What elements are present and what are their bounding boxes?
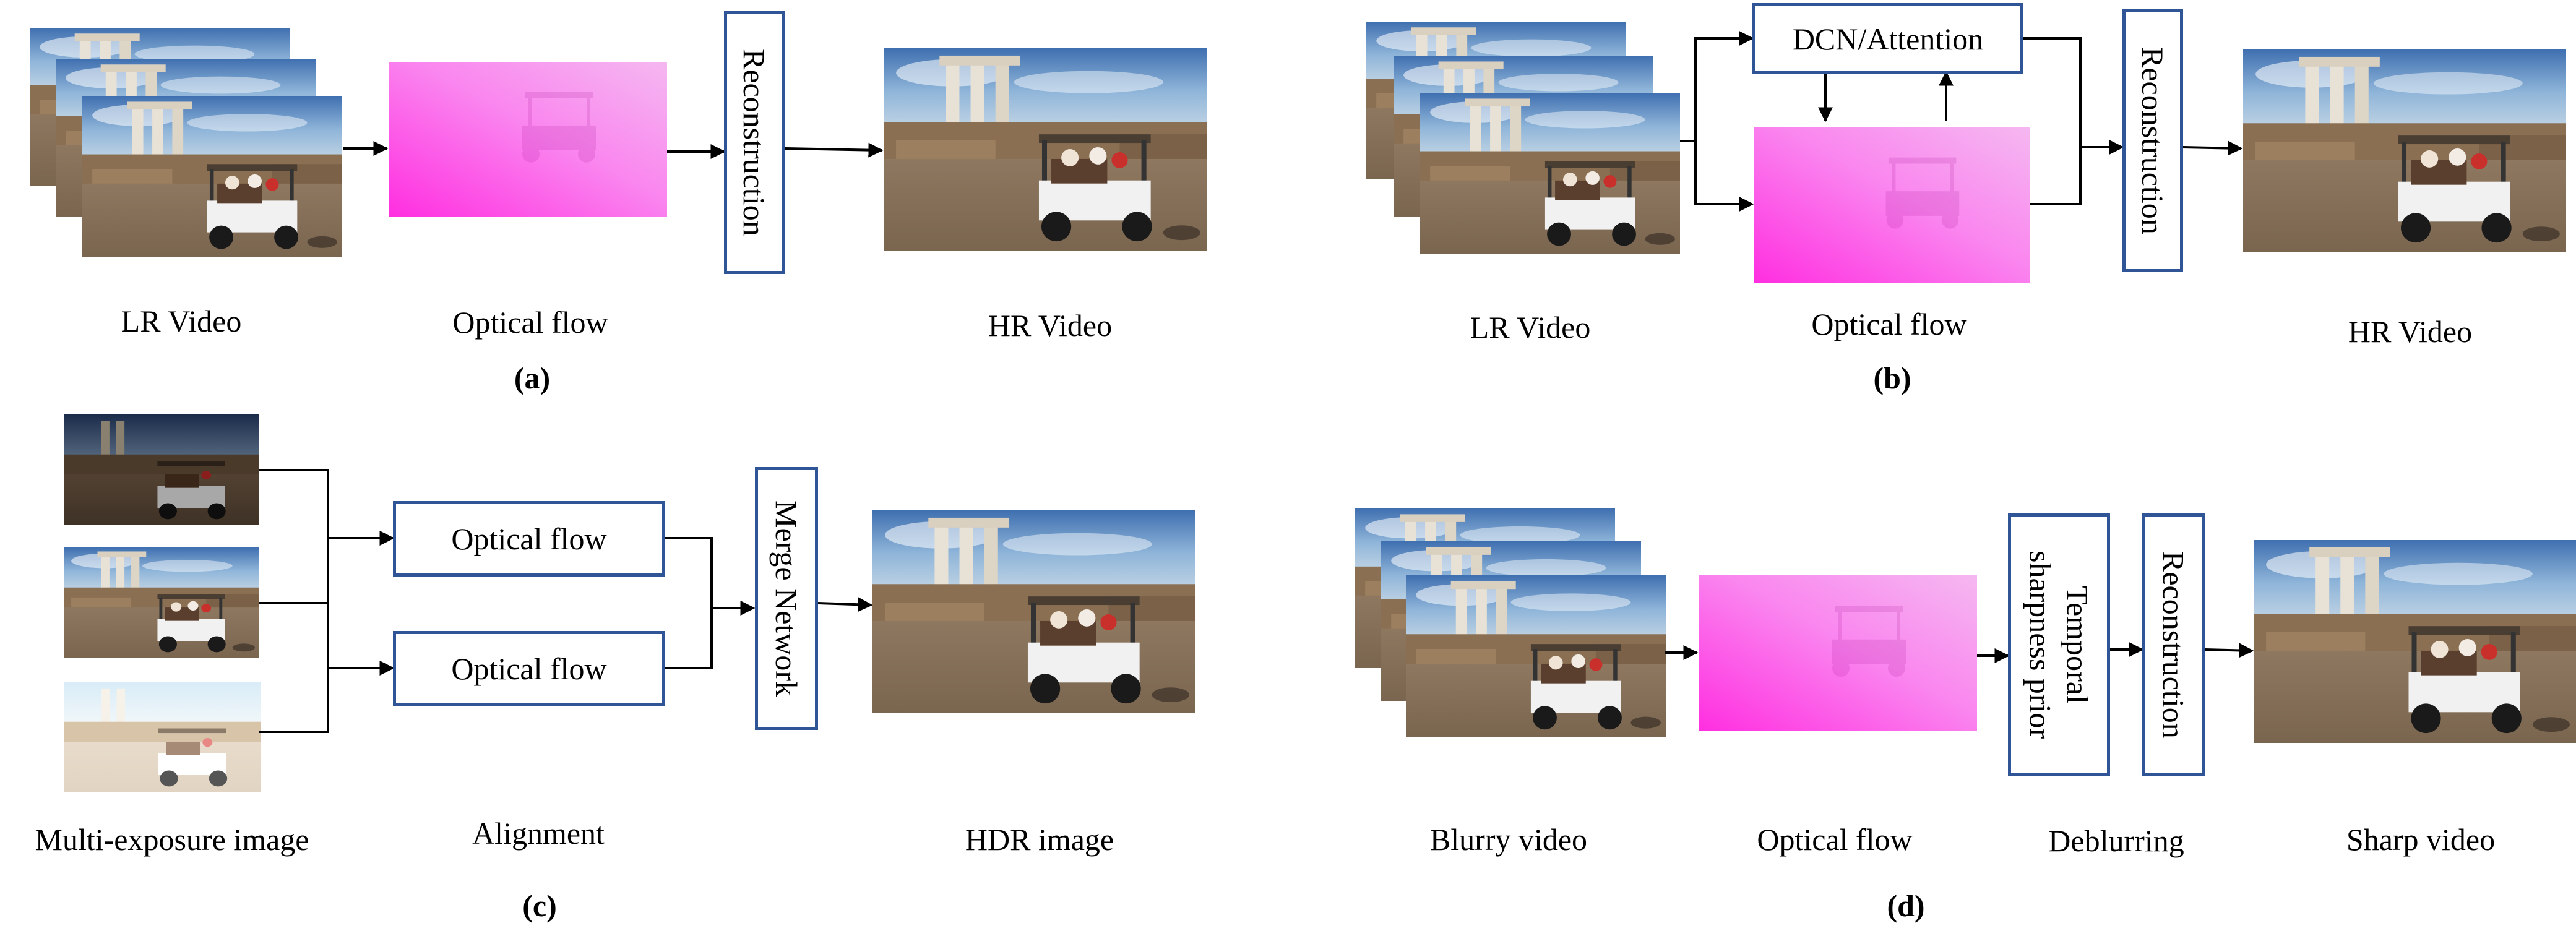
reconstruction-label-b: Reconstruction: [2135, 47, 2170, 234]
merge-network-label: Merge Network: [769, 500, 804, 697]
lr-video-label-a: LR Video: [121, 304, 242, 338]
arrow-d4: [2204, 643, 2254, 658]
caption-c: (c): [522, 888, 557, 923]
dcn-attention-label: DCN/Attention: [1792, 21, 1984, 56]
optical-flow-box-2-label: Optical flow: [451, 651, 607, 686]
arrow-b-merge: [2030, 140, 2124, 205]
lr-frame-3: [82, 96, 342, 257]
optical-flow-box-2: Optical flow: [393, 631, 665, 706]
multi-exposure-label: Multi-exposure image: [35, 822, 309, 857]
hdr-output: [872, 510, 1195, 713]
panel-a: [30, 28, 1207, 257]
dcn-attention-box: DCN/Attention: [1752, 3, 2023, 74]
optical-flow-box-1-label: Optical flow: [451, 521, 607, 556]
panel-c: [64, 414, 1195, 792]
optical-flow-label-d: Optical flow: [1757, 822, 1913, 857]
caption-a: (a): [514, 361, 551, 395]
exposure-bright: [64, 682, 261, 792]
hr-video-label-a: HR Video: [988, 308, 1113, 343]
bracket-flows: [665, 537, 713, 669]
panel-d: [1355, 508, 2576, 743]
flow-map-b: [1754, 127, 2030, 283]
flow-map-d: [1699, 575, 1977, 731]
alignment-label: Alignment: [472, 816, 605, 851]
caption-b: (b): [1873, 361, 1911, 395]
sharp-video-label: Sharp video: [2346, 822, 2496, 857]
temporal-sharpness-prior-box: Temporal sharpness prior: [2008, 513, 2110, 776]
optical-flow-label-a: Optical flow: [452, 305, 608, 340]
temporal-sharpness-prior-label: Temporal sharpness prior: [2023, 551, 2095, 739]
lr-frame-b3: [1420, 93, 1680, 254]
panel-b: [1366, 22, 2566, 283]
arrow-b-down: [1694, 141, 1754, 212]
reconstruction-label-d: Reconstruction: [2156, 551, 2191, 739]
hr-frame-b: [2243, 49, 2566, 252]
sharp-output: [2254, 540, 2576, 743]
lr-video-label-b: LR Video: [1470, 310, 1591, 345]
arrow-b-out: [2182, 140, 2243, 156]
blur-frame-3: [1406, 575, 1666, 737]
reconstruction-box-d: Reconstruction: [2142, 513, 2205, 776]
bracket-inputs: [259, 469, 329, 733]
reconstruction-box-b: Reconstruction: [2122, 9, 2183, 272]
arrow-b-up: [1680, 31, 1754, 142]
hdr-image-label: HDR image: [965, 822, 1114, 857]
reconstruction-label-a: Reconstruction: [737, 49, 772, 236]
arrow-c-out: [817, 597, 873, 612]
flow-map-a: [389, 62, 667, 217]
caption-d: (d): [1887, 888, 1925, 923]
optical-flow-box-1: Optical flow: [393, 501, 665, 577]
hr-frame-a: [884, 48, 1207, 251]
exposure-mid: [64, 547, 259, 658]
line-b-right-top: [2023, 37, 2082, 147]
exposure-dark: [64, 414, 259, 525]
deblurring-label: Deblurring: [2048, 823, 2184, 858]
reconstruction-box-a: Reconstruction: [724, 11, 785, 274]
optical-flow-label-b: Optical flow: [1811, 307, 1967, 341]
hr-video-label-b: HR Video: [2348, 314, 2473, 349]
arrow-a3: [784, 142, 884, 158]
blurry-video-label: Blurry video: [1429, 822, 1588, 857]
merge-network-box: Merge Network: [755, 467, 818, 730]
